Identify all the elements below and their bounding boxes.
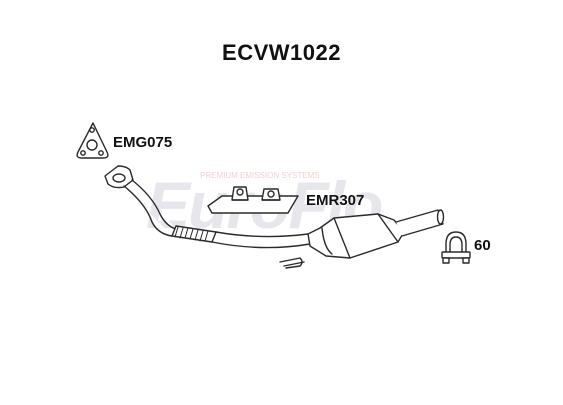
gasket-drawing — [76, 122, 109, 159]
clamp-label: 60 — [474, 237, 491, 254]
mounting-drawing — [207, 186, 299, 214]
exhaust-pipe-drawing — [104, 165, 445, 269]
mounting-label: EMR307 — [306, 192, 365, 209]
clamp-drawing — [441, 231, 471, 264]
watermark-tagline: PREMIUM EMISSION SYSTEMS — [200, 171, 320, 180]
gasket-label: EMG075 — [113, 134, 173, 151]
part-number-title: ECVW1022 — [222, 40, 341, 65]
